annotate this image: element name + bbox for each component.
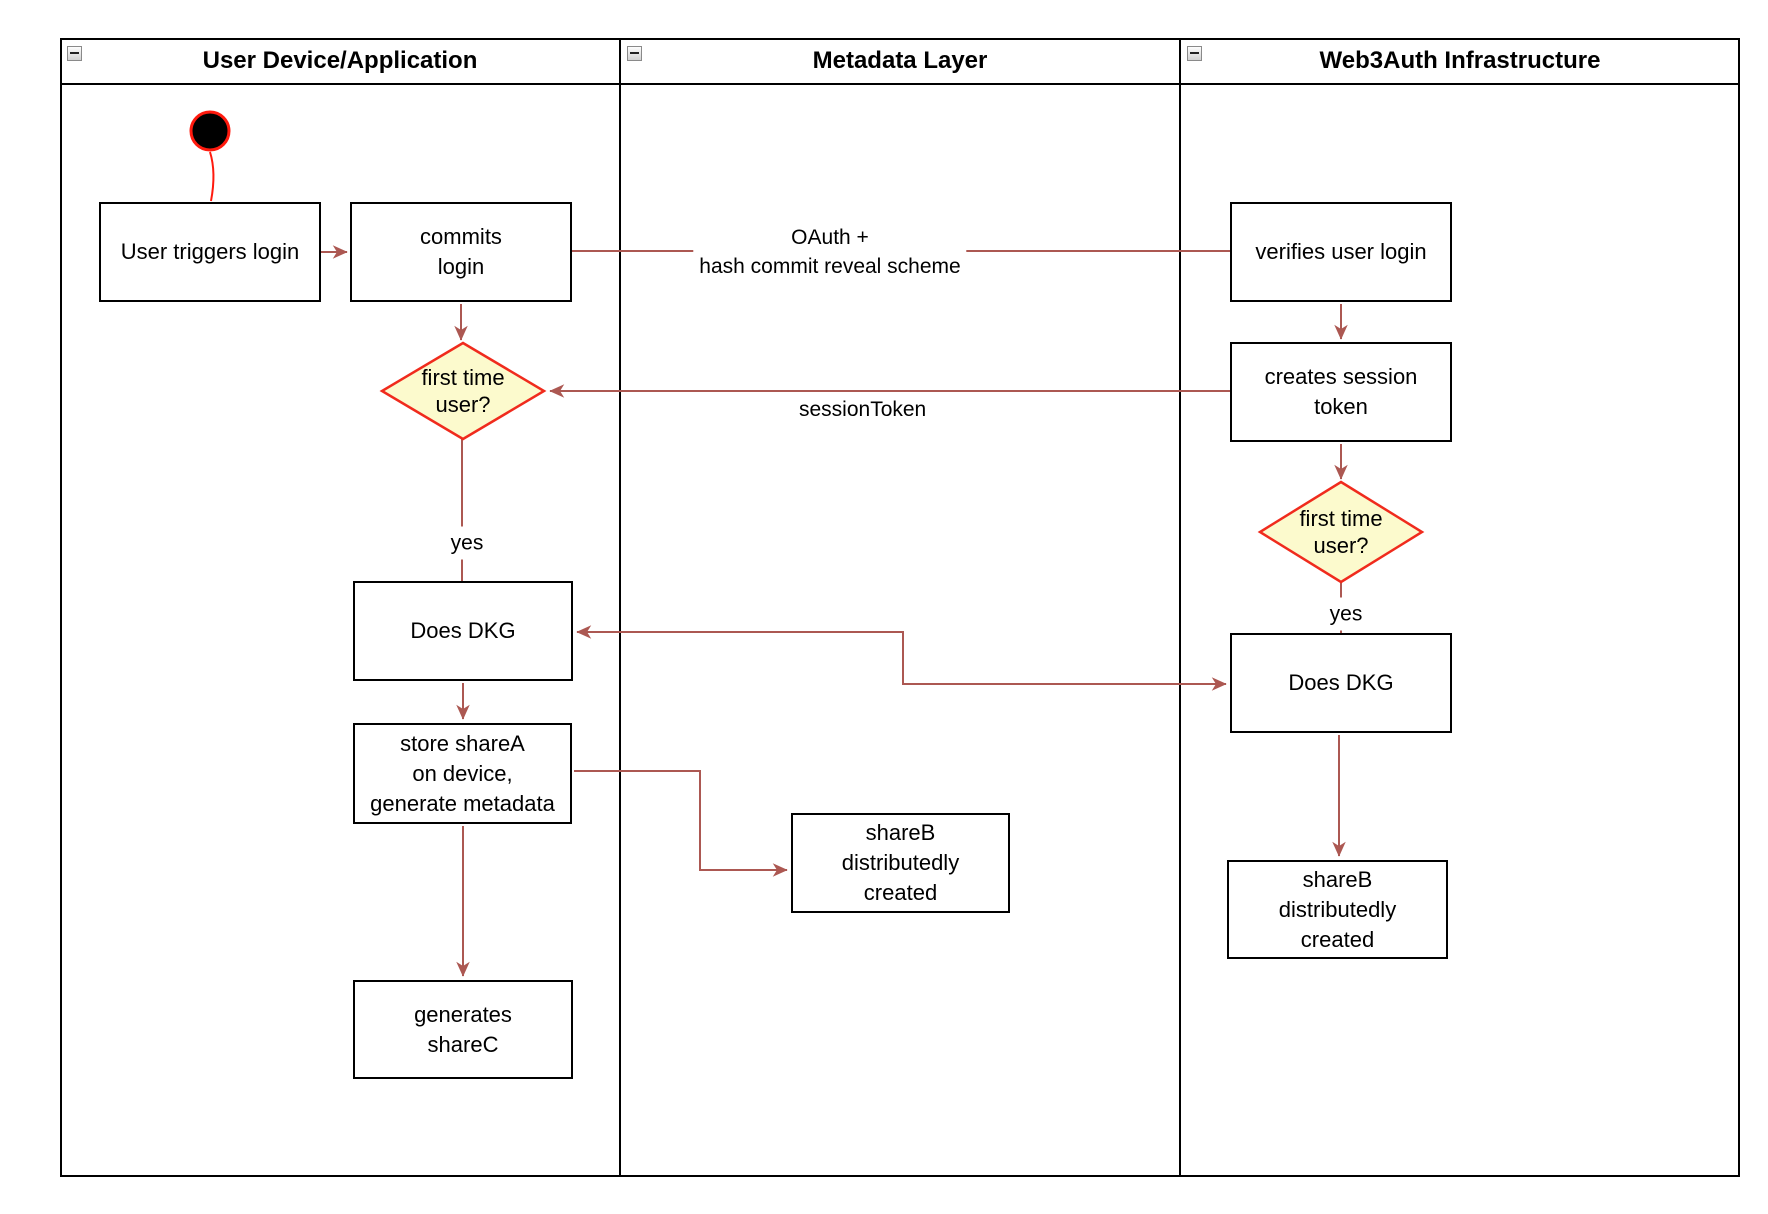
minus-icon	[630, 52, 639, 54]
node-label: Does DKG	[410, 618, 516, 643]
node-label: creates session token	[1264, 364, 1418, 419]
node-label: User triggers login	[120, 239, 300, 264]
lane-header-web3auth: Web3Auth Infrastructure	[1180, 38, 1740, 85]
lane-divider-2	[1179, 38, 1181, 1177]
collapse-lane-button-minus-icon[interactable]	[627, 46, 642, 61]
decision-label-first-time-user-web3auth: first time user?	[1299, 506, 1383, 558]
edge-label-session-token: sessionToken	[793, 393, 933, 426]
node-share-b-web3auth[interactable]: shareB distributedly created	[1227, 860, 1448, 959]
node-label: shareB distributedly created	[1278, 866, 1397, 952]
node-generates-share-c[interactable]: generates shareC	[353, 980, 573, 1079]
node-share-b-metadata[interactable]: shareB distributedly created	[791, 813, 1010, 913]
node-label: generates shareC	[414, 1001, 512, 1057]
node-creates-session-token[interactable]: creates session token	[1230, 342, 1452, 442]
node-label: commits login	[420, 224, 502, 279]
node-verifies-user-login[interactable]: verifies user login	[1230, 202, 1452, 302]
node-label: verifies user login	[1255, 239, 1427, 264]
swimlane-pool-frame	[60, 38, 1740, 1177]
node-commits-login[interactable]: commits login	[350, 202, 572, 302]
edge-start-to-user-triggers-login	[209, 151, 215, 202]
node-does-dkg-web3auth[interactable]: Does DKG	[1230, 633, 1452, 733]
decision-first-time-user-device[interactable]	[379, 341, 547, 441]
decision-label-first-time-user-device: first time user?	[421, 365, 505, 417]
collapse-lane-button-minus-icon[interactable]	[67, 46, 82, 61]
lane-divider-1	[619, 38, 621, 1177]
minus-icon	[70, 52, 79, 54]
minus-icon	[1190, 52, 1199, 54]
start-node[interactable]	[189, 110, 231, 152]
node-label: Does DKG	[1288, 670, 1394, 695]
lane-header-user-device: User Device/Application	[60, 38, 620, 85]
lane-title: User Device/Application	[202, 46, 478, 74]
collapse-lane-button-minus-icon[interactable]	[1187, 46, 1202, 61]
node-store-share-a[interactable]: store shareA on device, generate metadat…	[353, 723, 572, 824]
edge-store-share-a-to-share-b-metadata	[574, 770, 788, 877]
node-does-dkg-device[interactable]: Does DKG	[353, 581, 573, 681]
node-label: store shareA on device, generate metadat…	[370, 730, 555, 816]
lane-title: Metadata Layer	[812, 46, 988, 74]
lane-header-metadata: Metadata Layer	[620, 38, 1180, 85]
node-user-triggers-login[interactable]: User triggers login	[99, 202, 321, 302]
lane-title: Web3Auth Infrastructure	[1319, 46, 1601, 74]
edge-label-oauth: OAuth + hash commit reveal scheme	[693, 221, 967, 283]
node-label: shareB distributedly created	[841, 820, 960, 905]
edge-label-yes-web3auth: yes	[1323, 597, 1369, 631]
edge-label-yes-device: yes	[444, 526, 490, 560]
edge-does-dkg-device-web3auth-link	[576, 625, 1227, 691]
decision-first-time-user-web3auth[interactable]	[1257, 480, 1425, 584]
